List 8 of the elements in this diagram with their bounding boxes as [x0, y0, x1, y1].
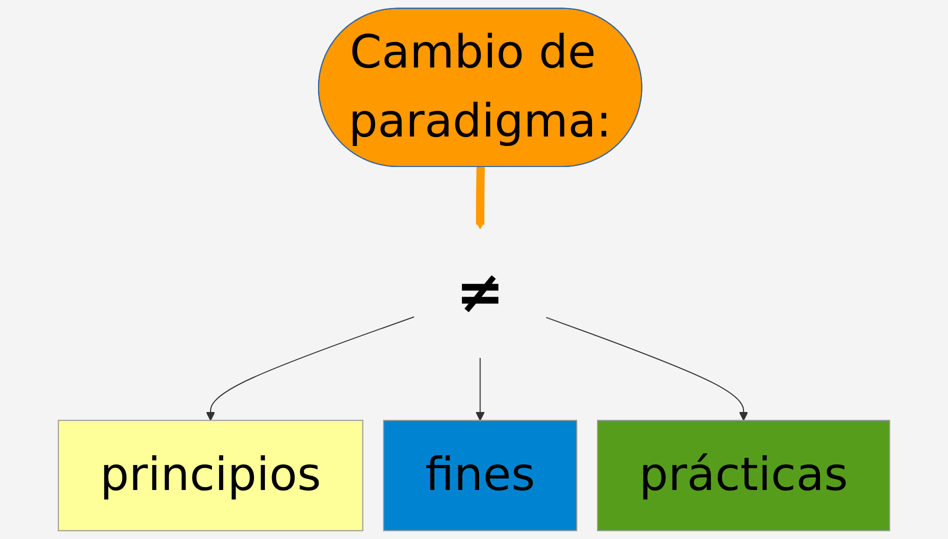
arrow [546, 316, 748, 421]
node-box: principios [58, 420, 364, 532]
node-text: ≠ [456, 259, 505, 327]
node-box: fines [383, 420, 578, 532]
arrow [476, 358, 485, 421]
arrow [206, 316, 414, 421]
node-box: prácticas [597, 420, 890, 532]
arrow [476, 166, 485, 230]
